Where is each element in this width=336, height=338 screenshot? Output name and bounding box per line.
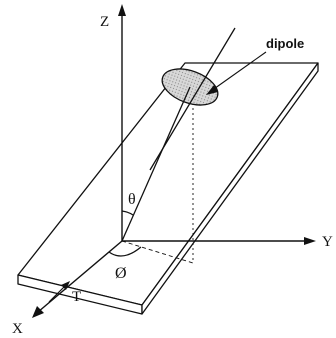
plate-right-edge bbox=[141, 62, 319, 315]
y-axis-arrowhead bbox=[304, 237, 316, 245]
x-axis-label: X bbox=[12, 321, 23, 337]
t-arrow-arrowhead bbox=[61, 281, 70, 290]
t-arrow-line bbox=[48, 284, 67, 303]
theta-arc bbox=[121, 210, 134, 216]
dipole-leader-line bbox=[210, 51, 267, 92]
axes bbox=[32, 4, 316, 318]
t-arrow bbox=[48, 281, 70, 303]
dipole-label: dipole bbox=[266, 36, 304, 51]
y-axis-label: Y bbox=[322, 234, 333, 250]
dipole-leader bbox=[206, 51, 267, 95]
x-axis-line bbox=[37, 240, 123, 313]
z-axis-arrowhead bbox=[118, 4, 126, 16]
dipole-leader-arrowhead bbox=[206, 85, 218, 95]
plate bbox=[17, 62, 319, 315]
theta-label: θ bbox=[128, 191, 136, 208]
z-axis-label: Z bbox=[100, 14, 109, 30]
position-vector bbox=[121, 86, 191, 242]
phi-label: Ø bbox=[115, 265, 127, 282]
t-label: T bbox=[72, 289, 81, 305]
x-axis-arrowhead bbox=[32, 306, 44, 318]
direction-lines bbox=[121, 27, 236, 242]
projection-lines bbox=[121, 93, 194, 264]
azimuth-projection-dashed bbox=[121, 240, 194, 264]
phi-arc bbox=[108, 246, 142, 257]
angle-arcs bbox=[108, 210, 142, 257]
